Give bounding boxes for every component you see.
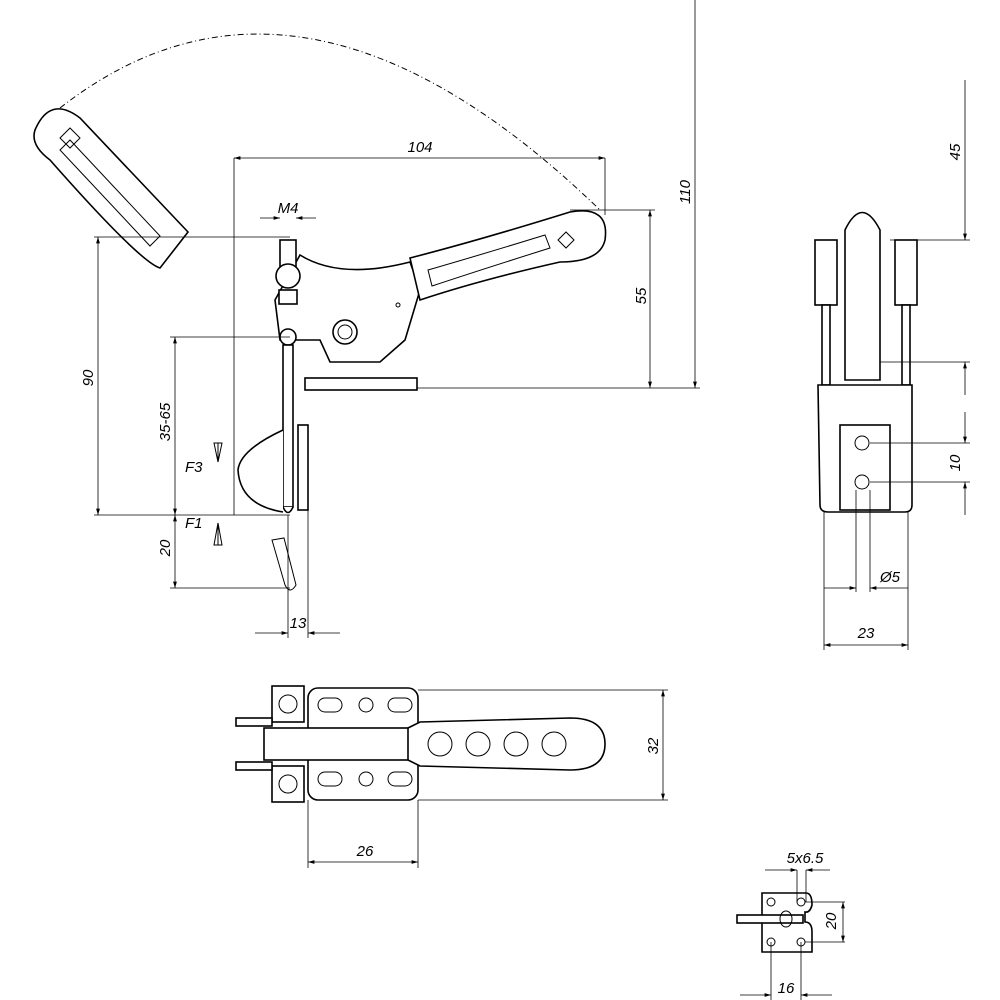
side-view: 104 110 M4 55 90 35-65 F3 F1 20 13 (33, 0, 700, 638)
dim-offset: 13 (290, 615, 307, 632)
clamp-body (274, 253, 421, 391)
dim-base-spacing-h: 16 (778, 980, 795, 997)
dim-thread: M4 (278, 200, 299, 217)
dim-base-spacing-v: 20 (823, 912, 840, 930)
dim-end-height: 45 (947, 143, 964, 160)
dim-end-width: 23 (857, 625, 875, 642)
force-arrow-up-icon (213, 522, 223, 546)
dim-clamp-height: 90 (80, 369, 97, 386)
spindle-open-position (271, 537, 297, 591)
spindle (237, 239, 309, 514)
dim-top-length: 32 (645, 737, 662, 754)
base-detail: 5x6.5 20 16 (736, 850, 845, 1000)
dim-base-length: 26 (356, 843, 374, 860)
label-f3: F3 (185, 459, 203, 476)
dim-height-total: 110 (677, 179, 694, 204)
dim-spindle-range: 35-65 (157, 402, 174, 441)
hook-arm (237, 429, 284, 513)
dim-hole-dia: Ø5 (879, 569, 901, 586)
handle-closed (409, 210, 607, 302)
dim-slot: 5x6.5 (787, 850, 824, 867)
dim-hole-spacing: 10 (947, 454, 964, 471)
dim-width: 104 (407, 139, 432, 156)
end-view: 45 10 Ø5 23 (814, 80, 970, 650)
force-arrow-down-icon (213, 442, 223, 463)
dim-open-travel: 20 (157, 539, 174, 557)
label-f1: F1 (185, 515, 203, 532)
handle-open (33, 108, 190, 269)
handle-swing-arc (59, 33, 601, 211)
top-view: 32 26 (235, 685, 668, 868)
dim-handle-height: 55 (633, 287, 650, 304)
